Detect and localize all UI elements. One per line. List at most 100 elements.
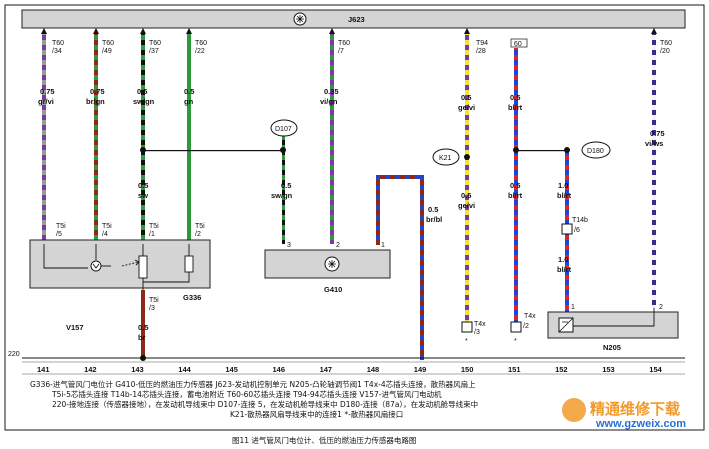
t14b-num: /6 — [574, 227, 580, 234]
wire-147 — [330, 34, 334, 244]
svg-text:0.5: 0.5 — [510, 93, 520, 102]
column-number: 141 — [37, 365, 50, 374]
svg-text:0.5: 0.5 — [184, 87, 194, 96]
wires — [42, 34, 656, 360]
column-number: 149 — [414, 365, 427, 374]
svg-text:/28: /28 — [476, 48, 486, 55]
legend-line-1: G336-进气管风门电位计 G410-低压的燃油压力传感器 J623-发动机控制… — [30, 379, 476, 389]
svg-text:/22: /22 — [195, 48, 205, 55]
wire-149-h — [376, 175, 424, 179]
n205-wire — [573, 308, 655, 327]
svg-text:gn: gn — [184, 97, 194, 106]
wire-144 — [187, 34, 191, 244]
splice-d180 — [581, 141, 611, 159]
n205-label: N205 — [603, 343, 621, 352]
control-unit-bar — [21, 9, 686, 29]
connector-t4x-2 — [510, 321, 522, 333]
svg-text:T60: T60 — [149, 40, 161, 47]
diagram-frame — [4, 4, 705, 431]
pin-labels: T60/34 T60/49 T60/37 T60/22 T60/7 T94/28… — [52, 38, 672, 55]
svg-text:0.5: 0.5 — [428, 205, 438, 214]
svg-text:br: br — [138, 333, 146, 342]
column-number: 144 — [178, 365, 191, 374]
control-unit-label: J623 — [348, 15, 365, 24]
svg-text:T5i: T5i — [56, 223, 66, 230]
ecu-symbol-lines — [296, 15, 304, 23]
column-number: 150 — [461, 365, 474, 374]
svg-text:0.75: 0.75 — [40, 87, 55, 96]
column-number: 145 — [225, 365, 238, 374]
t4x-2-label: T4x — [524, 313, 536, 320]
svg-text:0.5: 0.5 — [510, 181, 520, 190]
t4x-3-star: * — [465, 338, 468, 345]
svg-text:T60: T60 — [52, 40, 64, 47]
column-number: 146 — [273, 365, 286, 374]
component-n205 — [547, 311, 679, 339]
column-number: 143 — [131, 365, 144, 374]
wire-148-v — [376, 175, 380, 245]
svg-text:ge/vi: ge/vi — [458, 103, 475, 112]
column-number: 151 — [508, 365, 521, 374]
motor-icon — [90, 260, 102, 272]
wire-154 — [652, 34, 656, 308]
svg-text:br/bl: br/bl — [426, 215, 442, 224]
column-number: 148 — [367, 365, 380, 374]
connector-arrows — [41, 28, 657, 34]
watermark-text: 精通维修下载 — [590, 400, 680, 418]
column-number: 147 — [320, 365, 333, 374]
svg-text:0.5: 0.5 — [461, 191, 471, 200]
svg-text:vi/gn: vi/gn — [320, 97, 338, 106]
legend-line-2: T5i-5芯插头连接 T14b-14芯插头连接，蓄电池附近 T60-60芯插头连… — [51, 389, 442, 399]
svg-text:0.5: 0.5 — [281, 181, 291, 190]
svg-text:/5: /5 — [56, 231, 62, 238]
svg-text:0.75: 0.75 — [650, 129, 665, 138]
wire-151 — [514, 48, 518, 324]
ground-label: 220 — [8, 351, 20, 358]
svg-text:T5i: T5i — [149, 297, 159, 304]
wire-sw-branch — [143, 150, 283, 152]
component-g336 — [29, 239, 211, 289]
svg-text:T5i: T5i — [149, 223, 159, 230]
g336-label: G336 — [183, 293, 201, 302]
svg-text:sw/gn: sw/gn — [133, 97, 155, 106]
wire-142 — [94, 34, 98, 244]
t14b-label: T14b — [572, 217, 588, 224]
svg-text:T60: T60 — [660, 40, 672, 47]
wire-150 — [465, 34, 469, 324]
column-number: 153 — [602, 365, 615, 374]
svg-text:/20: /20 — [660, 48, 670, 55]
g410-pin3: 3 — [287, 242, 291, 249]
svg-text:/3: /3 — [149, 305, 155, 312]
svg-text:0.5: 0.5 — [461, 93, 471, 102]
g410-pin2: 2 — [336, 242, 340, 249]
splice-d107 — [270, 119, 298, 137]
v157-label: V157 — [66, 323, 84, 332]
svg-text:bl/rt: bl/rt — [557, 191, 572, 200]
wire-149-v — [420, 175, 424, 360]
svg-text:T5i: T5i — [102, 223, 112, 230]
svg-text:0.5: 0.5 — [138, 323, 148, 332]
svg-text:br/gn: br/gn — [86, 97, 105, 106]
connector-t4x-3 — [461, 321, 473, 333]
svg-text:sw/gn: sw/gn — [271, 191, 293, 200]
column-number: 142 — [84, 365, 97, 374]
svg-text:/37: /37 — [149, 48, 159, 55]
svg-text:1.0: 1.0 — [558, 255, 568, 264]
svg-text:60: 60 — [514, 41, 522, 48]
t4x-3-num: /3 — [474, 329, 480, 336]
svg-text:/34: /34 — [52, 48, 62, 55]
connector-t14b — [561, 223, 573, 235]
n205-pin1: 1 — [571, 304, 575, 311]
svg-text:vi/ws: vi/ws — [645, 139, 663, 148]
svg-text:T94: T94 — [476, 40, 488, 47]
svg-text:bl/rt: bl/rt — [508, 103, 523, 112]
svg-text:0.35: 0.35 — [324, 87, 339, 96]
svg-text:T60: T60 — [195, 40, 207, 47]
svg-text:/4: /4 — [102, 231, 108, 238]
svg-text:T5i: T5i — [195, 223, 205, 230]
valve-glyph — [558, 317, 574, 333]
g410-pin1: 1 — [381, 242, 385, 249]
legend-line-3: 220-接地连接（传感器接地），在发动机导线束中 D107-连接 5，在发动机舱… — [52, 399, 478, 409]
